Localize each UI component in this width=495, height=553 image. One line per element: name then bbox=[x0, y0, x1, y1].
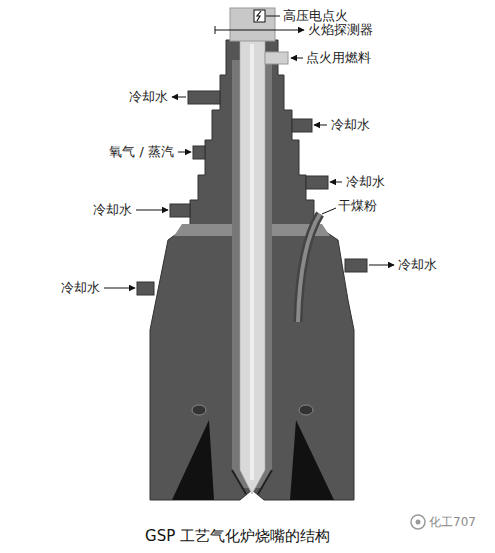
burner-body bbox=[150, 40, 354, 500]
spark-symbol-box bbox=[254, 10, 265, 22]
part-label: 冷却水 bbox=[331, 117, 370, 133]
cooling-wedge bbox=[290, 420, 334, 500]
part-label: 高压电点火 bbox=[283, 8, 348, 24]
part-label: 冷却水 bbox=[346, 174, 385, 190]
leader-line bbox=[322, 208, 336, 214]
watermark-icon bbox=[411, 515, 425, 529]
figure-caption: GSP 工艺气化炉烧嘴的结构 bbox=[145, 527, 330, 545]
flow-arrows bbox=[104, 97, 394, 288]
part-label: 点火用燃料 bbox=[306, 50, 371, 66]
part-label: 冷却水 bbox=[93, 202, 132, 218]
part-label: 冷却水 bbox=[398, 257, 437, 273]
coal-tube bbox=[298, 214, 320, 322]
part-label: 火焰探测器 bbox=[308, 22, 373, 38]
fuel-pipe bbox=[265, 52, 288, 64]
watermark: 化工707 bbox=[429, 514, 476, 530]
part-label: 冷却水 bbox=[61, 280, 100, 296]
watermark-icon bbox=[416, 520, 421, 525]
coal-nozzle bbox=[299, 405, 313, 415]
nozzle-tip bbox=[232, 470, 272, 494]
part-label: 冷却水 bbox=[129, 89, 168, 105]
coal-tube-core bbox=[298, 214, 320, 322]
part-label: 干煤粉 bbox=[338, 198, 377, 214]
leader-arrow bbox=[288, 30, 304, 31]
ignition-head bbox=[230, 8, 275, 41]
detector-tick bbox=[215, 26, 216, 34]
channel-core bbox=[250, 44, 254, 480]
coal-nozzle bbox=[192, 405, 206, 415]
cooling-wedge bbox=[172, 420, 214, 500]
spark-symbol bbox=[257, 11, 261, 21]
leader-arrow bbox=[291, 58, 303, 59]
detector-line bbox=[215, 30, 288, 31]
leader-line bbox=[266, 16, 280, 17]
ignition-channel bbox=[240, 40, 265, 494]
part-label: 氧气 / 蒸汽 bbox=[109, 144, 174, 160]
